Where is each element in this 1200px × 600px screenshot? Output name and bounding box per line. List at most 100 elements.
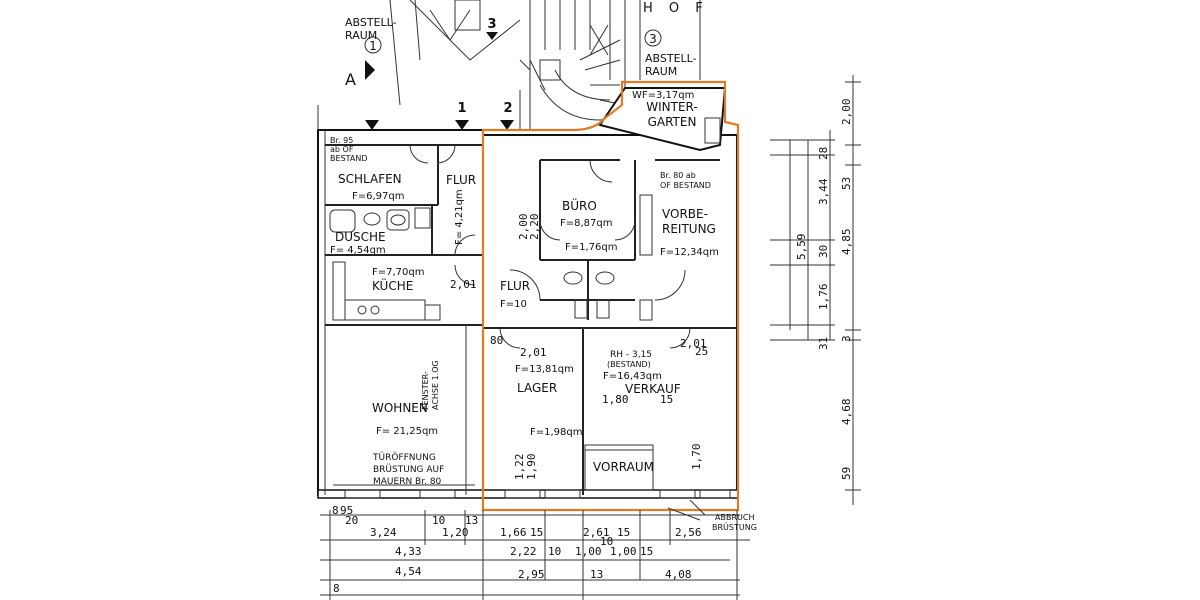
window (659, 489, 696, 499)
door-swing (509, 269, 541, 301)
stair-curve (539, 84, 621, 121)
dim-misc: 1,80 (602, 393, 629, 406)
dim-mid: 28 (817, 147, 830, 160)
dim-small: 13 (465, 514, 478, 527)
window (544, 489, 581, 499)
dim-right: 59 (840, 467, 853, 480)
abbruch-note: ABBRUCH (715, 513, 754, 522)
section-arrow (365, 120, 379, 130)
door-swing (589, 159, 613, 183)
dim-small: 10 (432, 514, 445, 527)
wc-area: F=1,76qm (565, 242, 618, 253)
window (699, 489, 731, 499)
toilet-fixture (363, 212, 381, 226)
dim-right: 2,00 (840, 99, 853, 126)
stair-line (429, 9, 471, 41)
verkauf-label: VERKAUF (625, 382, 681, 396)
dim-right: 4,68 (840, 399, 853, 426)
toilet-fixture (574, 299, 588, 319)
bestand-note-left: Br. 95 (330, 136, 353, 145)
schlafen-label: SCHLAFEN (338, 172, 402, 186)
flur-mid-label: FLUR (500, 279, 530, 293)
schlafen-area: F=6,97qm (352, 191, 405, 202)
vorraum-area: F=1,98qm (530, 427, 583, 438)
toilet-fixture (596, 299, 610, 319)
vorbereitung-label2: REITUNG (662, 222, 716, 236)
dimension-lines (320, 75, 861, 600)
bottom-dimensions: 8 95 20 10 13 3,24 1,20 1,66 15 2,61 15 … (332, 504, 702, 595)
buero-area: F=8,87qm (560, 218, 613, 229)
bestand-note-left3: BESTAND (330, 154, 368, 163)
dusche-area: F= 4,54qm (330, 245, 386, 256)
vorraum-outline (584, 444, 654, 491)
abbruch-note2: BRÜSTUNG (712, 522, 757, 532)
fenster-note2: ACHSE 1.OG (431, 360, 440, 410)
fenster-note: FENSTER- (421, 371, 430, 410)
sink-fixture (563, 271, 583, 285)
dim-row1: 1,66 (500, 526, 527, 539)
dim-row1: 2,56 (675, 526, 702, 539)
courtyard-label: H O F (643, 1, 709, 16)
dim-row2: 15 (640, 545, 653, 558)
stair-steps (529, 0, 591, 130)
door-swing (454, 264, 476, 286)
stove-burner (370, 305, 380, 315)
kueche-label: KÜCHE (372, 277, 413, 293)
dim-misc: 2,20 (528, 214, 541, 241)
section-arrow (500, 120, 514, 130)
room-labels: H O F ABSTELL- RAUM ABSTELL- RAUM WF=3,1… (330, 1, 757, 532)
vorbereitung-area: F=12,34qm (660, 247, 719, 258)
dim-inner: 5,59 (795, 234, 808, 261)
stair-line (414, 0, 421, 61)
dim-row1: 3,24 (370, 526, 397, 539)
bottom-wall (317, 489, 739, 499)
door-swing (436, 144, 456, 164)
building-walls (317, 105, 739, 499)
dim-misc: 2,01 (520, 346, 547, 359)
kitchen-counter (332, 261, 346, 321)
wohnen-area: F= 21,25qm (376, 426, 438, 437)
dim-small: 95 (340, 504, 353, 517)
stair-landing (454, 0, 481, 31)
dim-misc: 80 (490, 334, 503, 347)
stair-curve (554, 69, 611, 101)
verkauf-rh: RH - 3,15 (610, 350, 652, 360)
wintergarten-fixture (704, 117, 721, 144)
abstell-right-label: ABSTELL- (645, 52, 697, 65)
axis-number-2: 2 (503, 101, 512, 116)
commercial-unit-outline (482, 134, 738, 496)
door-swing (654, 269, 686, 301)
door-swing (669, 327, 691, 349)
door-swing (539, 219, 561, 241)
axis-label-1: 1 (369, 39, 377, 53)
dim-row1: 2,61 (583, 526, 610, 539)
bathtub-fixture (329, 209, 356, 233)
flur-left-area: F= 4,21qm (454, 189, 465, 245)
dim-misc: 2,01 (450, 278, 477, 291)
counter-fixture (639, 299, 653, 321)
stair-line (409, 0, 521, 61)
kueche-area: F=7,70qm (372, 267, 425, 278)
vorbereitung-label: VORBE- (662, 207, 708, 221)
bestand-note-right2: OF BESTAND (660, 181, 711, 190)
axis-number-1: 1 (457, 101, 466, 116)
right-dimensions: 2,00 53 4,85 3 4,68 59 28 3,44 30 1,76 3… (795, 99, 853, 481)
bestand-note-left2: ab OF (330, 145, 354, 154)
axis-label-3: 3 (649, 32, 657, 46)
cabinet-fixture (414, 207, 431, 229)
lager-label: LAGER (517, 381, 557, 395)
stove-burner (357, 305, 367, 315)
vorraum-label: VORRAUM (593, 460, 654, 474)
dim-right: 4,85 (840, 229, 853, 256)
window (504, 489, 541, 499)
wohnen-label: WOHNEN (372, 401, 428, 415)
dim-mid: 3,44 (817, 178, 830, 205)
door-swing (614, 219, 636, 241)
dim-leader (667, 499, 706, 521)
stairwell (365, 0, 701, 130)
dim-misc: 25 (695, 345, 708, 358)
section-arrow (455, 120, 469, 130)
dim-row3: 13 (590, 568, 603, 581)
door-swing (499, 327, 521, 349)
dim-small: 20 (345, 514, 358, 527)
